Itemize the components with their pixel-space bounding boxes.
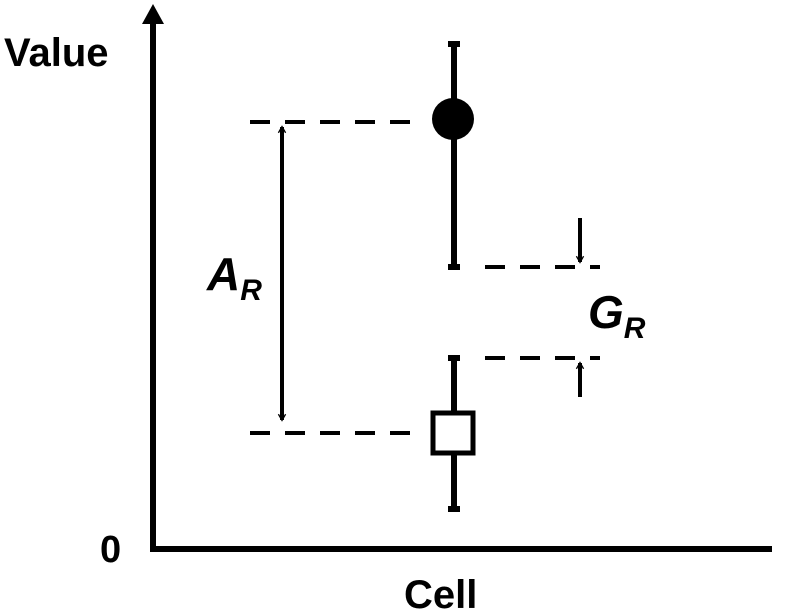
gap-symbol: G [588,286,624,338]
filled-circle-point [432,41,474,270]
amplitude-label: AR [206,248,262,307]
origin-label: 0 [100,529,121,571]
gap-label: GR [588,286,646,345]
reference-lines [250,120,600,435]
x-axis-label: Cell [404,573,477,615]
gap-subscript: R [624,312,646,345]
amplitude-subscript: R [240,274,262,307]
axes [142,4,772,552]
y-axis-arrowhead [142,4,164,24]
filled-circle-marker [432,98,474,140]
amplitude-symbol: A [206,248,240,300]
open-square-point [430,355,476,512]
y-axis-label: Value [4,31,109,75]
open-square-marker [430,410,476,456]
